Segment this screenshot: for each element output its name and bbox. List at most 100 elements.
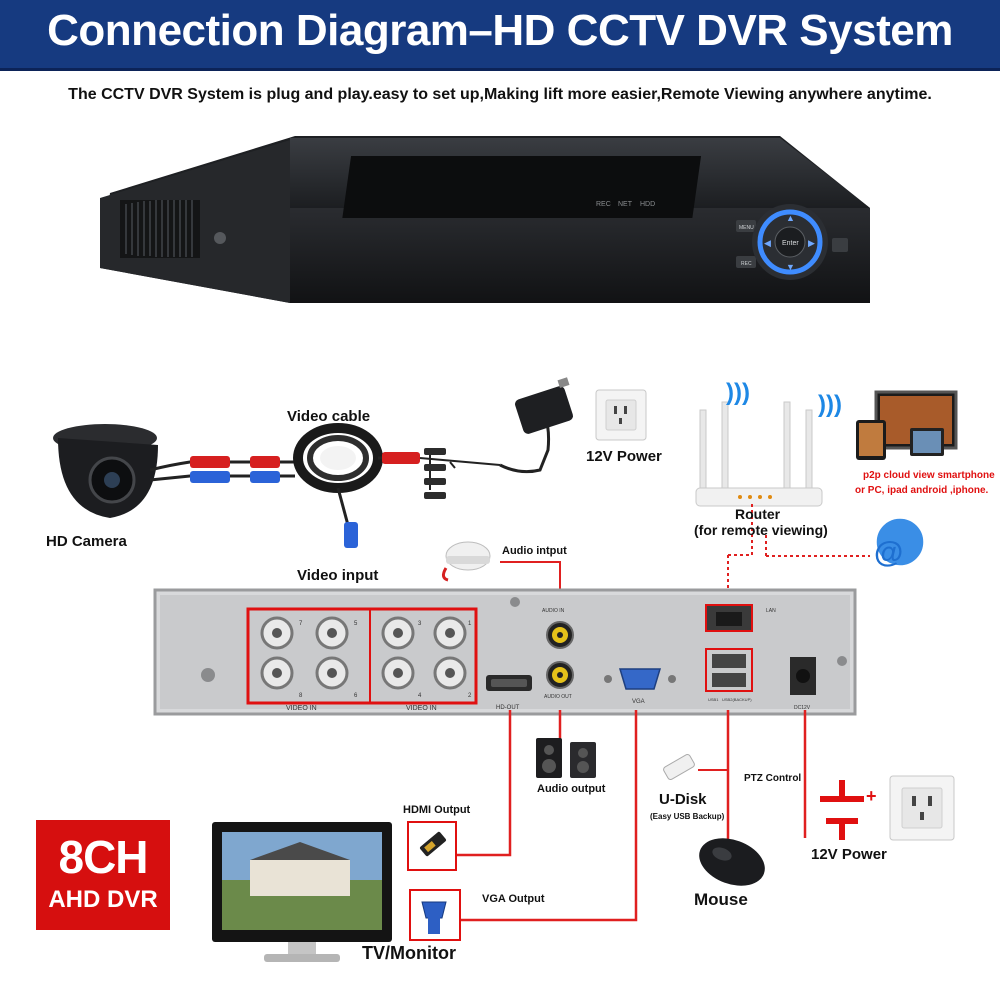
nav-right-icon: ▶ — [808, 238, 815, 248]
vga-label: VGA — [632, 699, 645, 705]
nav-up-icon: ▲ — [786, 213, 795, 223]
page-subtitle: The CCTV DVR System is plug and play.eas… — [68, 86, 932, 103]
dvr-front-panel — [290, 208, 870, 303]
mouse-label: Mouse — [694, 890, 748, 909]
usb-highlight-box — [705, 648, 753, 692]
vga-output-label: VGA Output — [482, 893, 545, 905]
audio-in-label: AUDIO IN — [542, 608, 565, 614]
net-indicator: NET — [618, 201, 633, 208]
microphone-icon — [445, 541, 491, 571]
splitter-plug-icon — [424, 478, 446, 485]
camera-power-wire — [149, 474, 295, 482]
hd-out-label: HD-OUT — [496, 705, 520, 711]
vga-output-line — [460, 710, 638, 922]
video-input-label: Video input — [297, 567, 379, 584]
side-screw — [214, 232, 226, 244]
splitter-plug-icon — [424, 464, 446, 471]
channel-badge: 8CH AHD DVR — [36, 820, 170, 930]
svg-text:REC: REC — [741, 261, 752, 267]
port-number-label: 1 — [468, 621, 472, 627]
title-banner: Connection Diagram–HD CCTV DVR System — [0, 0, 1000, 71]
panel-screw-icon — [510, 597, 520, 607]
ground-screw-icon — [201, 668, 215, 682]
port-number-label: 3 — [418, 621, 422, 627]
dc12v-label: DC12V — [794, 705, 811, 711]
svg-text:Enter: Enter — [782, 240, 799, 247]
dvr-front-view: REC NET HDD MENU REC Enter ▲ ▼ ◀ ▶ — [100, 136, 870, 303]
router-label: Router — [735, 506, 781, 522]
usb1-label: USB1 — [708, 697, 719, 702]
hd-camera-label: HD Camera — [46, 533, 127, 550]
dc-power-symbol-icon: + — [820, 780, 877, 840]
bnc-port-group-left: 7 5 8 6 — [260, 616, 358, 699]
mouse-icon — [699, 838, 765, 886]
video-in-left-label: VIDEO IN — [286, 705, 317, 712]
rec-indicator: REC — [596, 201, 611, 208]
bnc-port-group-right: 3 1 4 2 — [381, 616, 472, 699]
lan-label: LAN — [766, 608, 776, 614]
speaker-icon — [536, 738, 596, 778]
nav-left-icon: ◀ — [764, 238, 771, 248]
tv-monitor-icon — [212, 822, 392, 962]
wifi-icon: ))) — [726, 379, 750, 406]
wifi-icon: ))) — [818, 391, 842, 418]
nav-wheel-ring[interactable] — [757, 209, 823, 275]
menu-button[interactable] — [736, 220, 756, 232]
power-top-label: 12V Power — [586, 448, 662, 465]
red-dc-connector-icon — [190, 456, 230, 468]
port-number-label: 2 — [468, 693, 472, 699]
hdmi-output-label: HDMI Output — [403, 804, 471, 816]
p2p-label-line2: or PC, ipad android ,iphone. — [855, 485, 989, 496]
router-sub-label: (for remote viewing) — [694, 522, 828, 538]
blue-bnc-connector-icon — [250, 471, 280, 483]
u-disk-icon — [663, 754, 695, 780]
tv-monitor-label: TV/Monitor — [362, 943, 456, 963]
port-number-label: 6 — [354, 693, 358, 699]
usb2-port[interactable] — [712, 673, 746, 687]
camera-video-wire — [149, 460, 295, 472]
video-cable-coil-icon — [293, 423, 383, 493]
hdmi-cable-icon — [407, 821, 457, 871]
red-dc-connector-icon — [250, 456, 280, 468]
usb-front-port[interactable] — [832, 238, 848, 252]
video-in-right-label: VIDEO IN — [406, 705, 437, 712]
devices-icon — [856, 390, 958, 460]
u-disk-label: U-Disk — [659, 791, 707, 808]
router-icon — [695, 401, 823, 507]
video-cable-label: Video cable — [287, 408, 371, 425]
audio-output-label: Audio output — [537, 783, 606, 795]
internet-globe-icon: @ — [874, 517, 925, 569]
usb2-label: USB2(BACKUP) — [722, 697, 752, 702]
wall-socket-icon — [595, 389, 647, 441]
power-adapter-icon — [515, 377, 573, 434]
video-in-highlight-box — [246, 607, 478, 705]
u-disk-sub-label: (Easy USB Backup) — [650, 812, 725, 821]
connection-top-area: ))) ))) @ — [53, 377, 958, 600]
panel-screw-icon — [837, 656, 847, 666]
hdd-indicator: HDD — [640, 201, 655, 208]
audio-out-label: AUDIO OUT — [544, 694, 572, 700]
usb1-port[interactable] — [712, 654, 746, 668]
splitter-plug-icon — [424, 448, 446, 455]
splitter-plug-icon — [424, 492, 446, 499]
badge-channel-count: 8CH — [58, 831, 148, 883]
mic-wire — [441, 567, 449, 582]
lan-port[interactable] — [705, 604, 753, 632]
svg-text:@: @ — [874, 536, 903, 569]
front-display-window — [342, 156, 702, 218]
p2p-label-line1: p2p cloud view smartphone — [863, 470, 995, 481]
audio-in-line — [500, 561, 561, 600]
enter-button[interactable] — [774, 226, 806, 258]
connection-bottom-area: + — [212, 710, 955, 962]
hdmi-output-line — [456, 710, 512, 857]
power-bottom-label: 12V Power — [811, 846, 887, 863]
wall-socket-icon — [889, 775, 955, 841]
port-number-label: 8 — [299, 693, 303, 699]
port-number-label: 4 — [418, 693, 422, 699]
port-number-label: 7 — [299, 621, 303, 627]
video-input-bnc-icon — [344, 522, 358, 548]
svg-text:+: + — [866, 786, 877, 806]
rec-button[interactable] — [736, 256, 756, 268]
vga-cable-icon — [409, 889, 461, 941]
vga-port[interactable] — [618, 668, 662, 690]
